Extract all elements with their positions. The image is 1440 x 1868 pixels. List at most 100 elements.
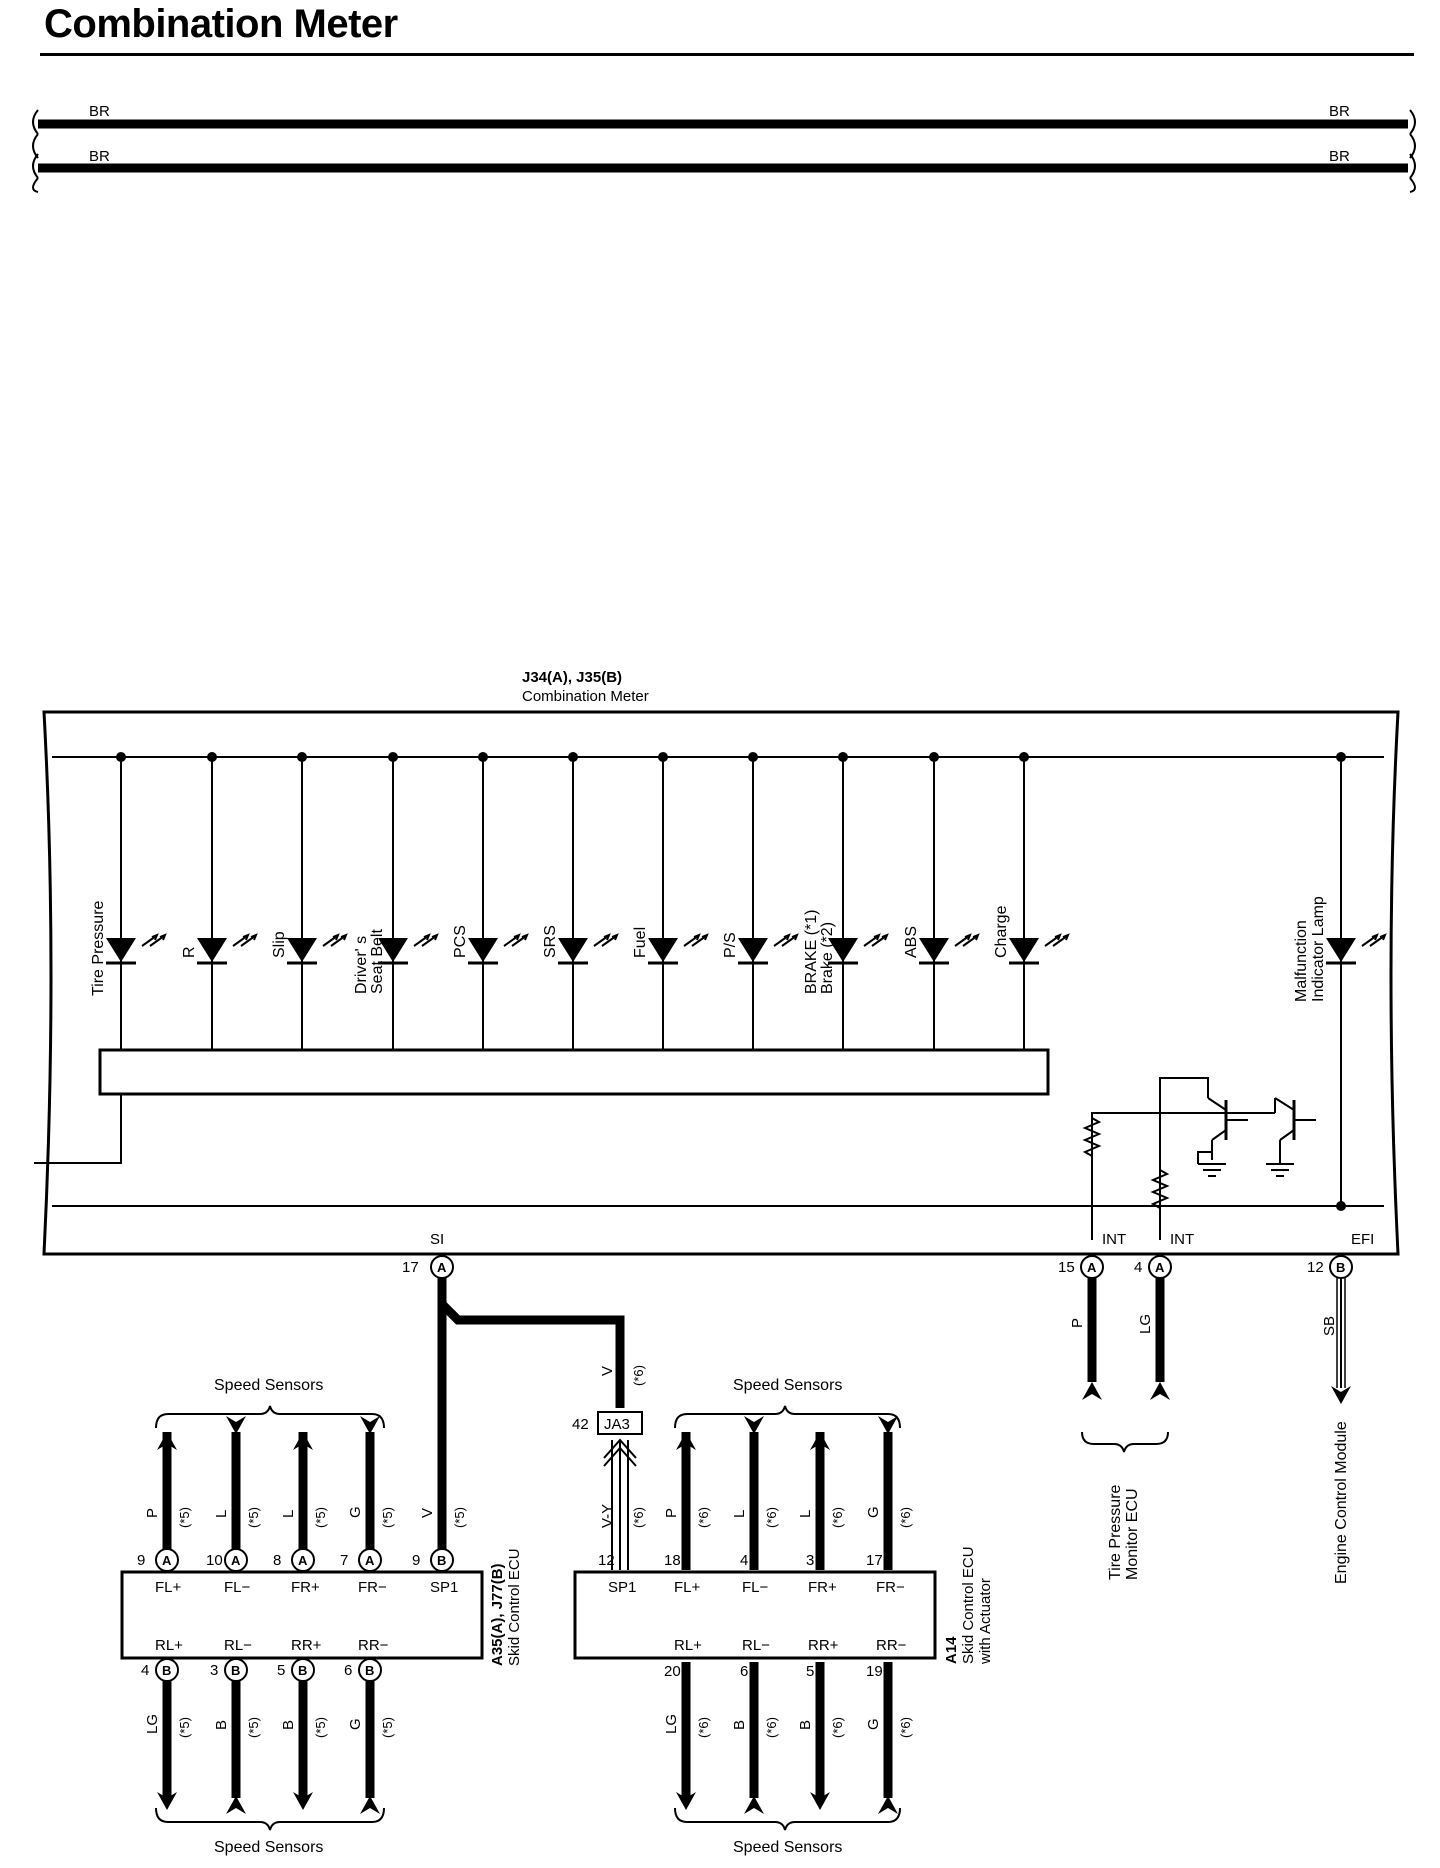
- skid-control-ecu: A35(A), J77(B) Skid Control ECU FL+P(*5)…: [120, 1416, 523, 1814]
- connector-letter: B: [437, 1553, 446, 1568]
- efi-pin-connector: B: [1336, 1260, 1345, 1275]
- connector-letter: B: [298, 1663, 307, 1678]
- ecm-label: Engine Control Module: [1333, 1421, 1350, 1584]
- v-wire-color: V: [599, 1366, 616, 1376]
- int-circuit: [1082, 1077, 1316, 1240]
- lamp-9: BRAKE (*1)Brake (*2): [803, 752, 889, 1050]
- connector-letter: B: [231, 1663, 240, 1678]
- ecu1-connector: A35(A), J77(B): [489, 1563, 506, 1666]
- connector-letter: A: [365, 1553, 375, 1568]
- connector-letter: B: [162, 1663, 171, 1678]
- wire-note: (*6): [830, 1507, 845, 1528]
- wire-note: (*5): [313, 1717, 328, 1738]
- lamp-3: Slip: [271, 752, 348, 1050]
- ecu-terminal-RL: RL+LG(*6)20: [663, 1637, 711, 1810]
- terminal-si: SI: [430, 1231, 444, 1248]
- right-outputs: A 15 P A 4 LG B 12 SB Tire Pressure Moni…: [1058, 1255, 1353, 1584]
- wire-color: B: [797, 1720, 814, 1730]
- terminal-label: RR+: [291, 1637, 322, 1654]
- pin-number: 4: [740, 1552, 748, 1569]
- wire-color: L: [213, 1510, 230, 1518]
- terminal-label: FL+: [674, 1579, 701, 1596]
- terminal-label: SP1: [608, 1579, 636, 1596]
- wire-note: (*5): [177, 1717, 192, 1738]
- meter-connector-label: J34(A), J35(B): [522, 669, 622, 686]
- int2-pin-number: 4: [1134, 1259, 1142, 1276]
- int1-wire: P: [1069, 1318, 1086, 1328]
- ecu-terminal-FR: FR+L(*6)3: [797, 1432, 845, 1596]
- wire-color: P: [144, 1508, 161, 1518]
- lamp-label-2: Brake (*2): [819, 922, 836, 994]
- wire-note: (*5): [246, 1717, 261, 1738]
- lamp-label: Driver' s: [353, 936, 370, 994]
- wire-color: L: [731, 1510, 748, 1518]
- wire-color: G: [865, 1506, 882, 1518]
- terminal-label: RL−: [742, 1637, 770, 1654]
- terminal-label: FR+: [291, 1579, 320, 1596]
- ecu-terminal-FL: FL+P(*5)A9: [137, 1432, 192, 1596]
- junction-name: JA3: [604, 1416, 630, 1433]
- ecu1-name: Skid Control ECU: [506, 1548, 523, 1666]
- mil-label-2: Indicator Lamp: [1310, 896, 1327, 1002]
- ja3-junction: JA3 42 V-Y (*6): [572, 1411, 646, 1570]
- wire-color: V: [419, 1508, 436, 1518]
- wire-color: G: [347, 1718, 364, 1730]
- pin-number: 17: [866, 1552, 883, 1569]
- speed-sensors-3: Speed Sensors: [214, 1839, 323, 1856]
- efi-pin-number: 12: [1307, 1259, 1324, 1276]
- pin-number: 8: [273, 1552, 281, 1569]
- wire-note: (*6): [898, 1507, 913, 1528]
- connector-letter: A: [298, 1553, 308, 1568]
- wire-note: (*5): [380, 1507, 395, 1528]
- ecu2-connector: A14: [943, 1636, 960, 1664]
- combination-meter: J34(A), J35(B) Combination Meter Tire Pr…: [34, 669, 1400, 1256]
- pin-number: 6: [740, 1663, 748, 1680]
- ecu-terminal-FL: FL+P(*6)18: [663, 1432, 711, 1596]
- terminal-label: RL+: [674, 1637, 702, 1654]
- led-icon: [468, 938, 498, 962]
- wire-note: (*6): [696, 1507, 711, 1528]
- ecu-terminal-FR: FR+ L (*5) A 8: [273, 1432, 328, 1596]
- connector-letter: B: [365, 1663, 374, 1678]
- terminal-efi: EFI: [1351, 1231, 1374, 1248]
- wire-color: LG: [663, 1714, 680, 1734]
- lamp-label: ABS: [903, 926, 920, 958]
- speed-sensors-2: Speed Sensors: [733, 1377, 842, 1394]
- wire-note: (*6): [898, 1717, 913, 1738]
- efi-wire: SB: [1321, 1316, 1338, 1336]
- lamp-label: SRS: [542, 925, 559, 958]
- lamp-label: BRAKE (*1): [803, 910, 820, 994]
- wire-note: (*6): [764, 1507, 779, 1528]
- ecu-terminal-SP1: SP1 12: [598, 1552, 636, 1596]
- wire-note: (*5): [452, 1507, 467, 1528]
- terminal-label: FL−: [224, 1579, 251, 1596]
- terminal-label: RR+: [808, 1637, 839, 1654]
- si-pin-number: 17: [402, 1259, 419, 1276]
- led-icon: [378, 938, 408, 962]
- wire-note: (*6): [830, 1717, 845, 1738]
- wire-note: (*5): [313, 1507, 328, 1528]
- pin-number: 4: [141, 1662, 149, 1679]
- mil-label-1: Malfunction: [1293, 920, 1310, 1002]
- pin-number: 12: [598, 1552, 615, 1569]
- title-divider: [40, 53, 1414, 56]
- wire-note: (*5): [380, 1717, 395, 1738]
- terminal-label: FL−: [742, 1579, 769, 1596]
- int1-pin-number: 15: [1058, 1259, 1075, 1276]
- terminal-label: RR−: [358, 1637, 389, 1654]
- wire-color: P: [663, 1508, 680, 1518]
- v-wire-note: (*6): [631, 1365, 646, 1386]
- ecu-terminal-RL: RL+LG(*5)B4: [141, 1637, 192, 1810]
- wire-color: B: [213, 1720, 230, 1730]
- tpms-label-2: Monitor ECU: [1124, 1488, 1141, 1580]
- int1-pin-connector: A: [1087, 1260, 1097, 1275]
- lamp-label: R: [181, 946, 198, 958]
- ecu-terminal-FL: FL− L (*6) 4: [731, 1416, 779, 1596]
- led-icon: [648, 938, 678, 962]
- wire-color: L: [280, 1510, 297, 1518]
- led-icon: [1009, 938, 1039, 962]
- junction-wire: V-Y: [599, 1504, 616, 1528]
- pin-number: 9: [412, 1552, 420, 1569]
